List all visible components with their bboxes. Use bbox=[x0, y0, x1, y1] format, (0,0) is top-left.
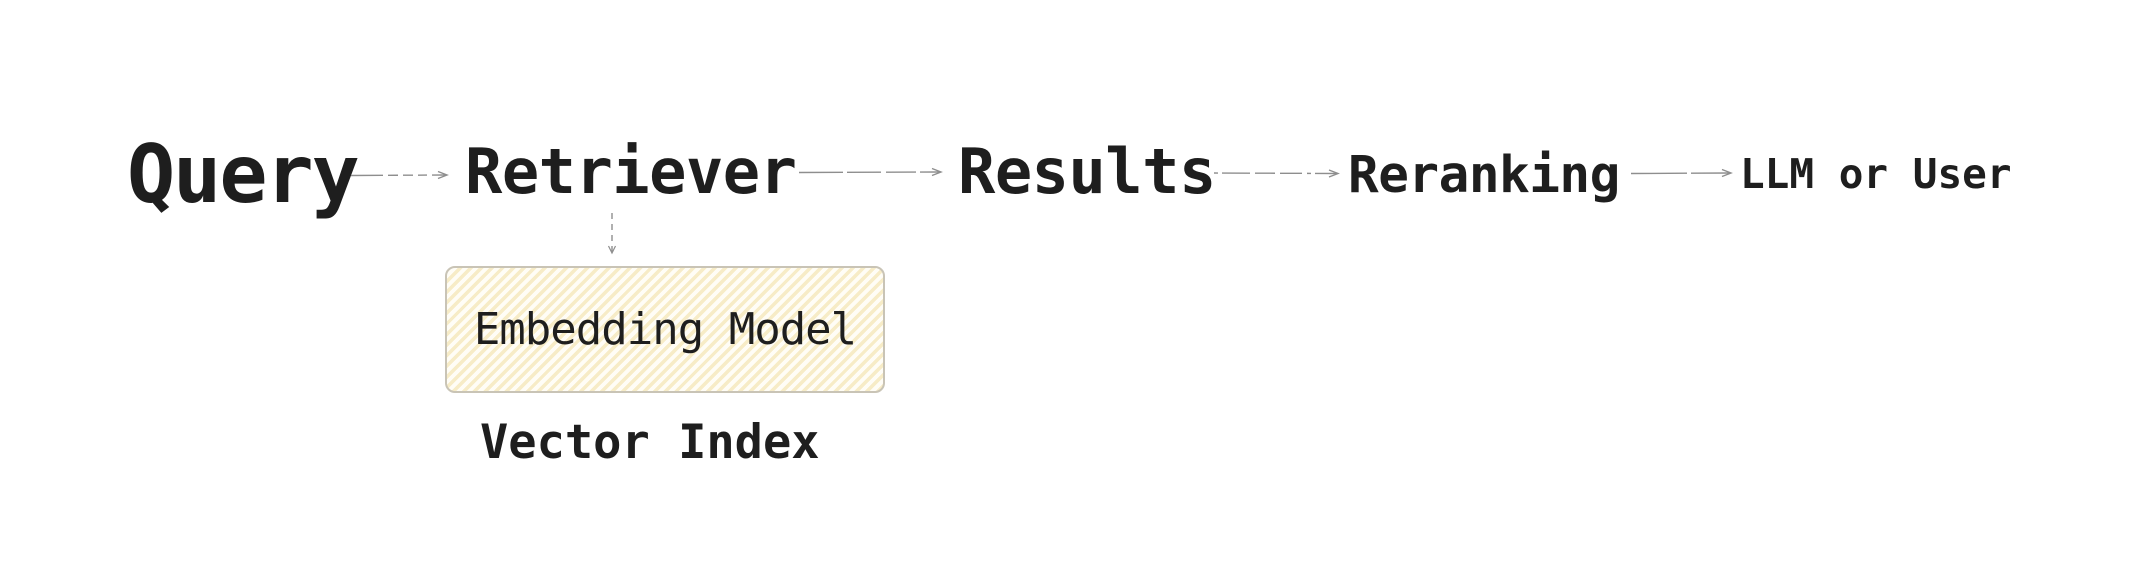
arrow-reranking-to-llm bbox=[1630, 165, 1740, 181]
node-results: Results bbox=[958, 135, 1216, 208]
node-query: Query bbox=[127, 128, 360, 221]
arrow-down-icon bbox=[607, 213, 617, 255]
arrow-right-icon bbox=[1630, 168, 1733, 178]
arrow-results-to-reranking bbox=[1213, 165, 1347, 181]
embedding-model-label: Embedding Model bbox=[473, 303, 857, 355]
vector-index-label: Vector Index bbox=[480, 415, 820, 470]
arrow-right-icon bbox=[350, 170, 449, 180]
arrow-retriever-to-embedding-model bbox=[604, 212, 620, 258]
node-llm-or-user: LLM or User bbox=[1740, 150, 2012, 198]
arrow-right-icon bbox=[1213, 169, 1340, 178]
arrow-right-icon bbox=[798, 167, 943, 177]
node-retriever: Retriever bbox=[465, 135, 797, 208]
embedding-model-box: Embedding Model bbox=[445, 266, 885, 393]
arrow-retriever-to-results bbox=[798, 164, 950, 180]
arrow-query-to-retriever bbox=[350, 167, 456, 183]
node-reranking: Reranking bbox=[1348, 146, 1620, 205]
